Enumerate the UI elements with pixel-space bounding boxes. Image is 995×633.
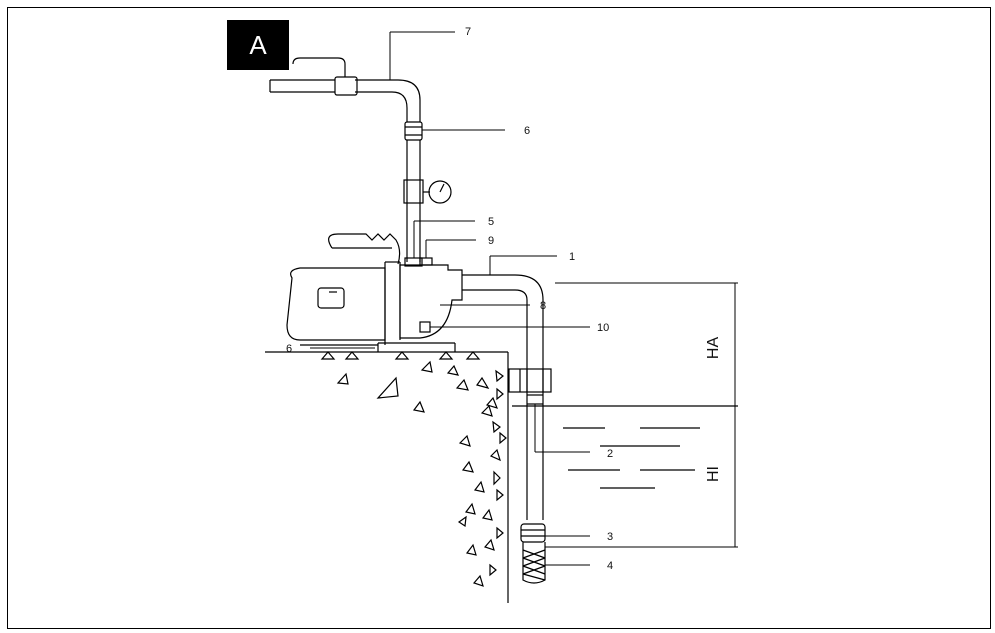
callout-9: 9 [488, 235, 494, 247]
pump-handle [328, 233, 401, 265]
dimension-lines [545, 282, 738, 548]
callout-4: 4 [607, 560, 613, 572]
outlet-pipe [269, 57, 421, 122]
pump-motor [286, 261, 401, 345]
dimension-ha-label: HA [705, 337, 722, 360]
callout-2: 2 [607, 448, 613, 460]
ground-hatch [320, 351, 507, 587]
callout-3: 3 [607, 531, 613, 543]
pump-base [300, 342, 456, 352]
wall-clamp [508, 368, 552, 393]
foot-strainer [522, 542, 546, 584]
pressure-gauge [423, 180, 452, 204]
suction-pipe [462, 274, 544, 520]
drain-plug [419, 321, 431, 333]
callout-1: 1 [569, 251, 575, 263]
figure-badge: A [227, 20, 289, 70]
callout-5: 5 [488, 216, 494, 228]
callout-6-base: 6 [286, 343, 292, 355]
dimension-hi-label: HI [705, 466, 722, 482]
callout-leaders [310, 31, 590, 566]
callout-6-top: 6 [524, 125, 530, 137]
diagram-frame [7, 7, 991, 629]
water-waves [563, 427, 700, 489]
callout-10: 10 [597, 322, 609, 334]
check-valve [520, 523, 546, 543]
pump-housing [399, 264, 463, 339]
callout-8: 8 [540, 300, 546, 312]
callout-7: 7 [465, 26, 471, 38]
